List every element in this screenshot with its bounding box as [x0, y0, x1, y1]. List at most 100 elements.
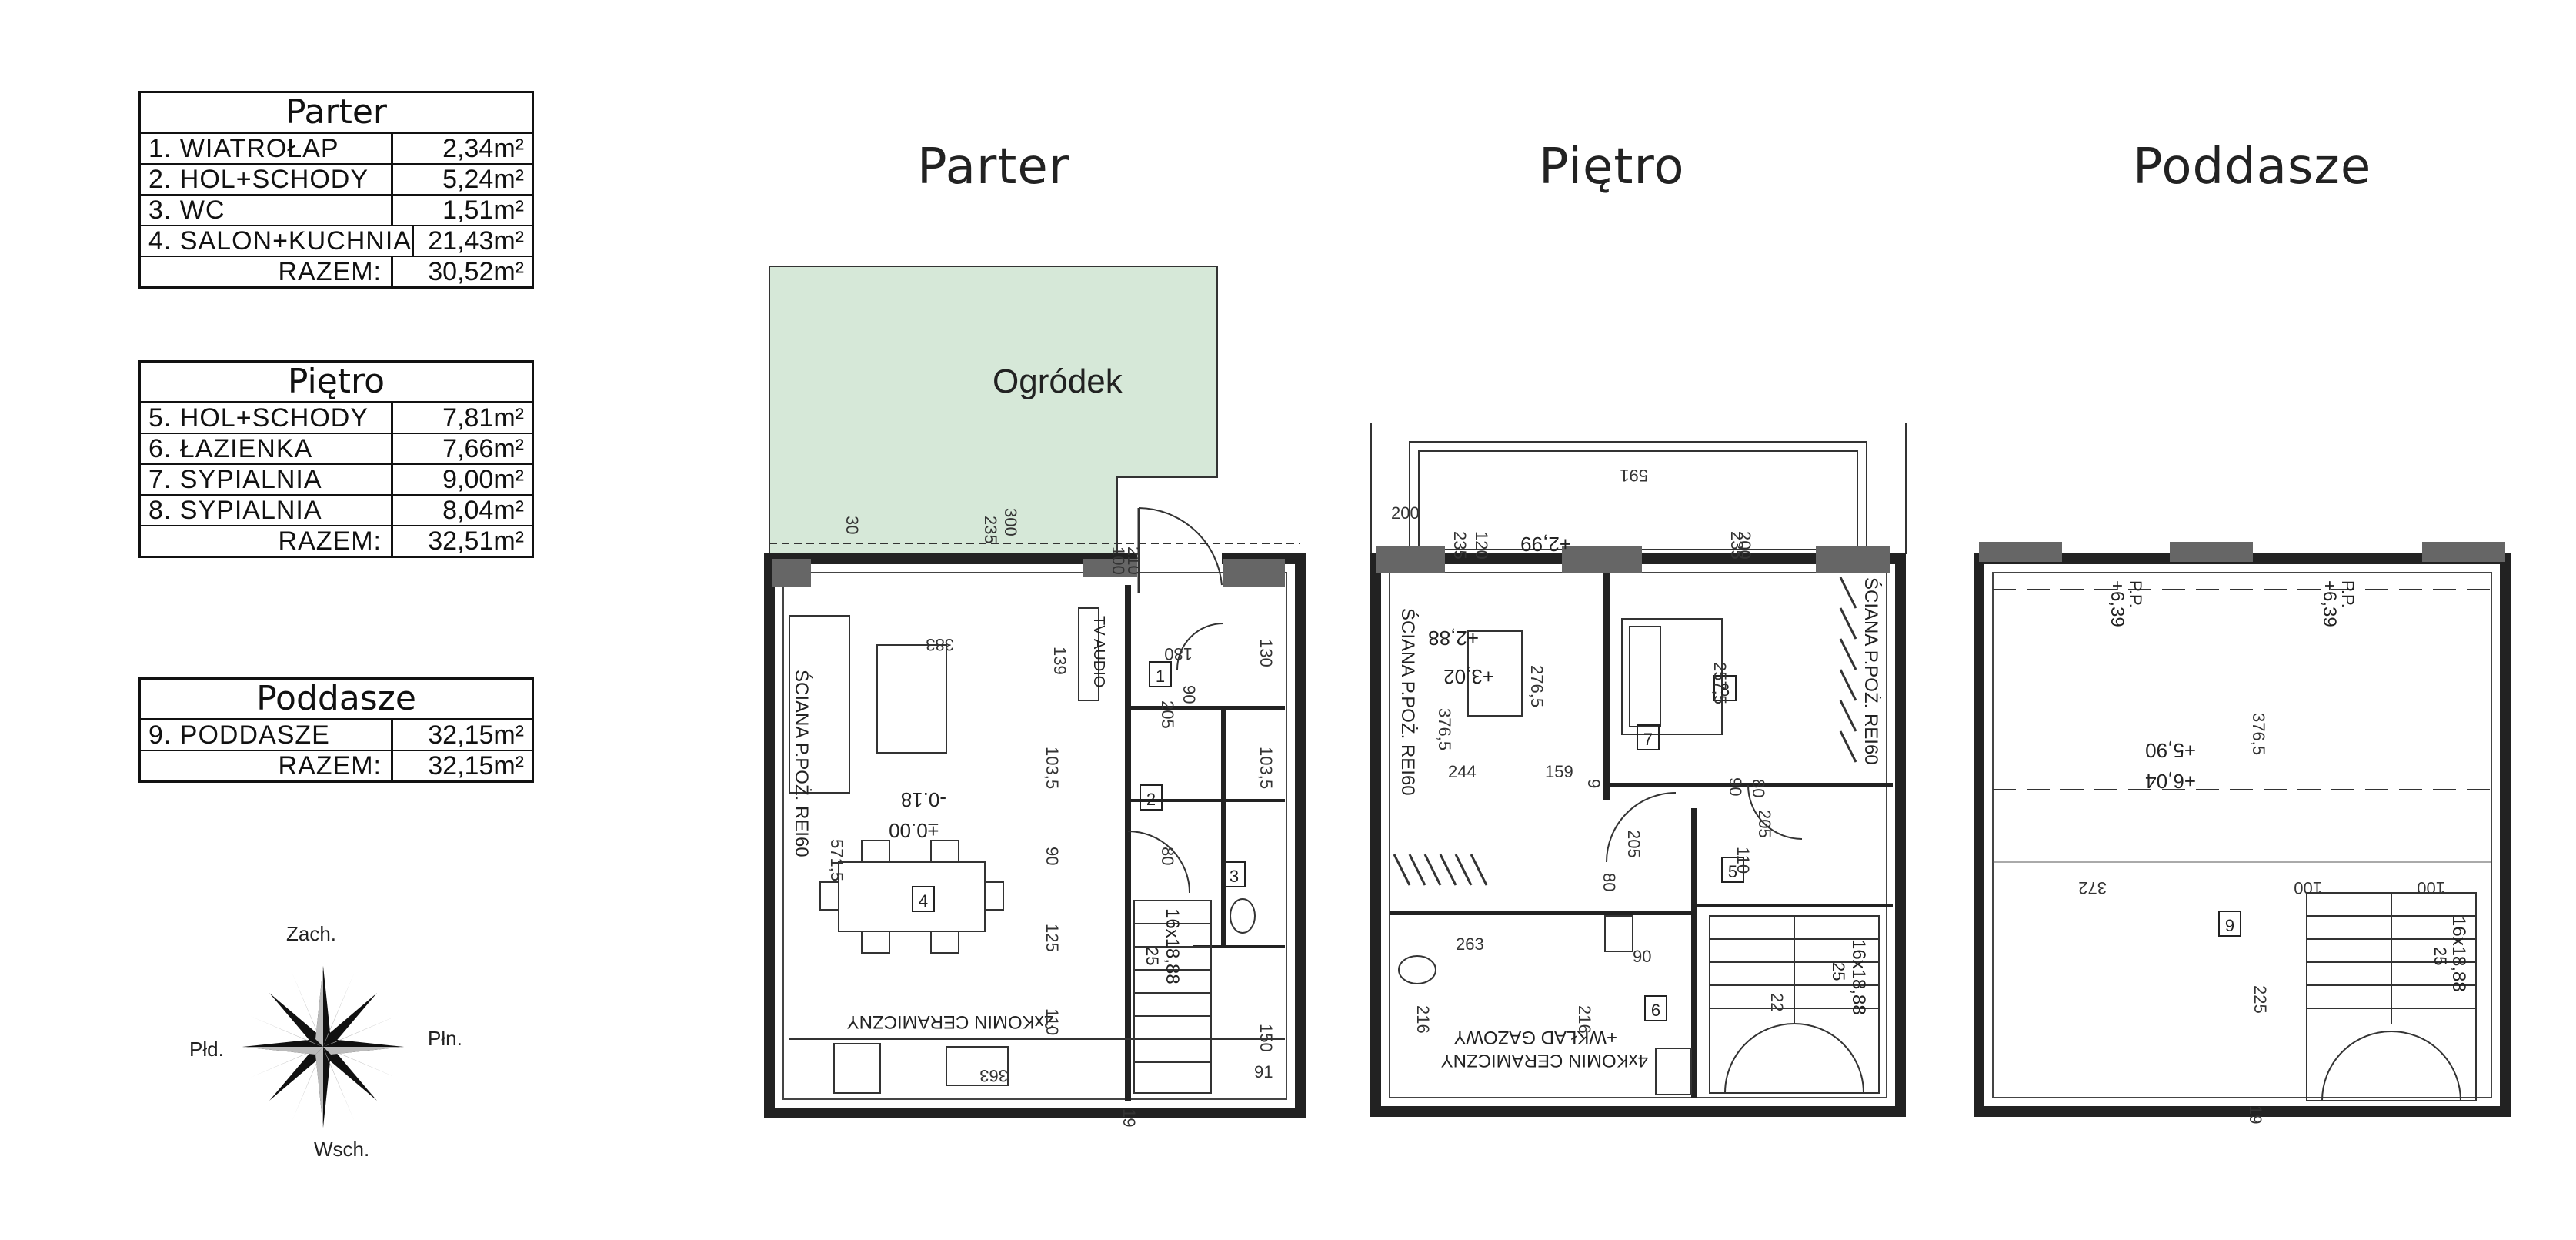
dimension-label: 205 [1158, 700, 1177, 729]
wall-label-pietro-left: ŚCIANA P.POŻ. REI60 [1397, 608, 1419, 796]
dimension-label: 235 [1450, 531, 1470, 560]
room-number: 2 [1146, 790, 1156, 809]
dimension-label: 9 [1584, 779, 1603, 788]
plan-title-parter: Parter [917, 139, 1070, 196]
total-area: 30,52m² [428, 257, 524, 286]
dimension-label: 225 [2251, 985, 2270, 1014]
dimension-label: 180 [1164, 644, 1193, 663]
dimension-label: 300 [1001, 508, 1020, 536]
room-area: 7,81m² [442, 403, 524, 433]
room-name: 4. SALON+KUCHNIA [141, 226, 414, 256]
room-area: 8,04m² [442, 496, 524, 525]
room-name: 2. HOL+SCHODY [141, 165, 393, 194]
stairs-label-poddasze: 16x18,88 [2448, 916, 2469, 992]
table-row: 9. PODDASZE 32,15m² [141, 720, 532, 751]
table-title: Parter [141, 93, 532, 134]
total-label: RAZEM: [141, 257, 393, 286]
dimension-label: 80 [1158, 847, 1177, 865]
wall-label-parter: ŚCIANA P.POŻ. REI60 [791, 670, 813, 857]
wall-label-pietro-right: ŚCIANA P.POŻ. REI60 [1860, 577, 1882, 765]
elevation-pietro-3: +3,02 [1443, 665, 1494, 688]
room-name: 9. PODDASZE [141, 720, 393, 750]
room-area: 2,34m² [442, 134, 524, 163]
elevation-parter-1: -0.18 [901, 788, 946, 811]
dimension-label: 19 [1119, 1108, 1139, 1127]
chimney-label-parter: 2xKOMIN CERAMICZNY [847, 1011, 1054, 1032]
dimension-label: 120 [1472, 531, 1491, 560]
dimension-label: 22 [1767, 993, 1787, 1011]
room-number-box [2218, 911, 2241, 937]
stairs-depth-poddasze: 25 [2431, 947, 2450, 965]
elevation-pietro-1: +2,99 [1520, 533, 1571, 556]
dimension-label: 100 [2294, 878, 2322, 897]
room-number: 4 [919, 891, 928, 911]
room-name: 3. WC [141, 196, 393, 225]
elevation-poddasze-3: +5,90 [2145, 739, 2196, 762]
total-label: RAZEM: [141, 751, 393, 780]
dimension-label: 372 [2078, 878, 2107, 897]
room-name: 1. WIATROŁAP [141, 134, 393, 163]
dimension-label: 91 [1254, 1062, 1273, 1081]
room-number: 1 [1156, 667, 1165, 686]
dimension-label: 263 [1456, 934, 1484, 954]
room-number-box [1713, 675, 1737, 701]
elevation-poddasze-1: +6,39 [2107, 580, 2127, 627]
dimension-label: 110 [1733, 847, 1753, 874]
dimension-label: 103,5 [1256, 747, 1276, 789]
dimension-label: 110 [1043, 1008, 1062, 1035]
dimension-label: 130 [1256, 639, 1276, 667]
stairs-label-pietro: 16x18,88 [1848, 939, 1869, 1015]
room-area: 32,15m² [428, 720, 524, 750]
floor-plan-parter: Ogródek [764, 266, 1306, 1127]
stairs-depth-pietro: 25 [1829, 962, 1848, 981]
dimension-label: 235 [981, 516, 1000, 544]
room-area: 9,00m² [442, 465, 524, 494]
dimension-label: 139 [1050, 647, 1069, 675]
table-title: Piętro [141, 363, 532, 403]
dimension-label: 100 [1109, 546, 1128, 575]
table-title: Poddasze [141, 680, 532, 720]
room-number-box [1149, 661, 1172, 687]
room-number: 8 [1720, 680, 1730, 700]
room-area: 7,66m² [442, 434, 524, 463]
floor-plan-poddasze: P.P. P.P. +6,39 +6,39 +5,90 +6,04 16x18,… [1974, 542, 2511, 1124]
elevation-poddasze-2: +6,39 [2319, 580, 2340, 627]
room-number-box [1140, 784, 1163, 811]
total-area: 32,51m² [428, 526, 524, 556]
chimney-label-pietro: 4xKOMIN CERAMICZNY [1441, 1050, 1648, 1071]
room-name: 8. SYPIALNIA [141, 496, 393, 525]
room-number: 6 [1651, 1001, 1660, 1020]
compass-label-left: Płd. [189, 1038, 224, 1061]
dimension-label: 100 [2417, 878, 2445, 897]
dimension-label: 363 [979, 1066, 1008, 1085]
compass-label-top: Zach. [286, 922, 337, 945]
dimension-label: 103,5 [1043, 747, 1062, 789]
dimension-label: 125 [1043, 924, 1062, 952]
dimension-label: 383 [926, 635, 954, 654]
compass-label-bottom: Wsch. [314, 1138, 370, 1161]
dimension-label: 159 [1545, 762, 1573, 781]
dimension-label: 80 [1749, 779, 1768, 797]
dimension-label: 257,5 [1710, 662, 1730, 704]
dimension-label: 200 [1735, 531, 1754, 560]
stairs-label-parter: 16x18,88 [1162, 908, 1183, 984]
dimension-label: 205 [1755, 810, 1774, 838]
dimension-label: 200 [1391, 503, 1420, 523]
room-number: 5 [1728, 862, 1737, 881]
dimension-label: 276,5 [1527, 665, 1547, 707]
dimension-label: 216 [1413, 1005, 1433, 1034]
pp-label-2: P.P. [2338, 580, 2357, 608]
room-number-box [1223, 861, 1246, 887]
garden-label: Ogródek [993, 363, 1123, 400]
room-number: 9 [2225, 916, 2234, 935]
dimension-label: 591 [1620, 466, 1648, 485]
room-area: 21,43m² [428, 226, 524, 256]
tv-audio-label: TV AUDIO [1090, 616, 1107, 687]
